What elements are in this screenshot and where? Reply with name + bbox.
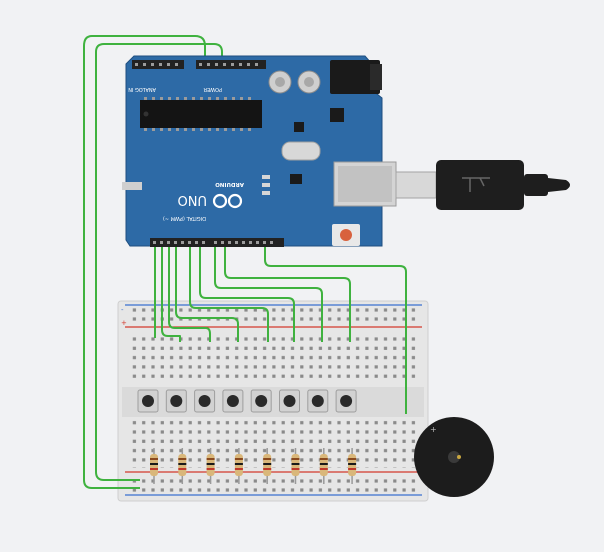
buzzer-terminal xyxy=(457,455,461,459)
crystal-oscillator xyxy=(281,141,321,161)
usb-plug-metal xyxy=(395,171,437,199)
wire-pin-2 xyxy=(161,246,181,342)
wire-pin-5 xyxy=(189,246,269,342)
pushbutton-6[interactable] xyxy=(279,389,300,413)
pushbutton-7[interactable] xyxy=(307,389,329,413)
resistor-group xyxy=(150,448,357,484)
resistor-6 xyxy=(291,448,300,484)
digital-header-pins xyxy=(153,241,273,244)
buzzer-hole xyxy=(448,451,460,463)
resistor-3 xyxy=(206,448,215,484)
usb-symbol-icon xyxy=(462,177,490,192)
pushbutton-4[interactable] xyxy=(222,389,244,413)
dc-jack-tip xyxy=(370,64,382,90)
usb-cable-end xyxy=(548,178,570,192)
dc-power-jack xyxy=(330,60,380,94)
resistor-4 xyxy=(234,448,243,484)
pushbutton-2[interactable] xyxy=(165,389,187,413)
breadboard: - + xyxy=(117,300,429,502)
small-ic xyxy=(294,122,304,132)
top-header-pins xyxy=(135,63,258,66)
wire-5v xyxy=(83,35,206,489)
capacitor-right-top xyxy=(304,77,314,87)
status-leds xyxy=(262,175,270,195)
resistor-8 xyxy=(348,448,357,484)
digital-header-label: DIGITAL (PWM ~) xyxy=(163,215,206,221)
pushbutton-8[interactable] xyxy=(335,389,357,413)
wire-group xyxy=(83,35,407,489)
pushbutton-group xyxy=(137,389,357,413)
analog-header xyxy=(132,60,184,69)
resistor-1 xyxy=(150,448,158,484)
chip-notch xyxy=(143,111,149,117)
usb-receptacle-inner xyxy=(338,166,392,202)
reset-button[interactable] xyxy=(340,229,352,241)
regulator xyxy=(330,108,344,122)
wire-pin-6 xyxy=(199,246,295,342)
wire-pin-7 xyxy=(214,246,323,342)
power-header-label: POWER xyxy=(203,86,222,92)
usb-strain-relief xyxy=(524,174,548,196)
arduino-logo xyxy=(212,193,243,209)
arduino-board: ANALOG IN POWER xyxy=(122,55,397,247)
capacitor-left-top xyxy=(275,77,285,87)
piezo-buzzer: + xyxy=(414,417,494,497)
usb-ic xyxy=(290,174,302,184)
resistor-5 xyxy=(263,448,272,484)
wire-pin-8 xyxy=(224,246,351,342)
pushbutton-1[interactable] xyxy=(137,389,159,413)
analog-header-label: ANALOG IN xyxy=(128,86,156,92)
brand-label: ARDUINO xyxy=(215,181,244,187)
pushbutton-5[interactable] xyxy=(250,389,272,413)
model-label: UNO xyxy=(178,192,207,207)
buzzer-plus-mark: + xyxy=(430,425,437,434)
wire-pin-3 xyxy=(168,246,211,342)
pushbutton-3[interactable] xyxy=(194,389,216,413)
wire-pin-4 xyxy=(175,246,239,342)
top-rail-minus-label: - xyxy=(121,306,124,314)
top-power-rail xyxy=(130,306,420,326)
top-terminal-strip xyxy=(130,333,420,381)
bottom-terminal-strip xyxy=(130,420,420,468)
chip-pins xyxy=(144,97,251,131)
wire-buzzer xyxy=(264,246,407,414)
atmega-chip xyxy=(140,100,262,128)
resistor-2 xyxy=(178,448,187,484)
top-rail-plus-label: + xyxy=(121,319,127,327)
power-led xyxy=(122,182,142,190)
resistor-7 xyxy=(319,448,328,484)
bottom-power-rail xyxy=(130,474,420,494)
wire-gnd xyxy=(95,43,223,481)
usb-cable xyxy=(395,160,570,210)
usb-plug-housing xyxy=(436,160,524,210)
